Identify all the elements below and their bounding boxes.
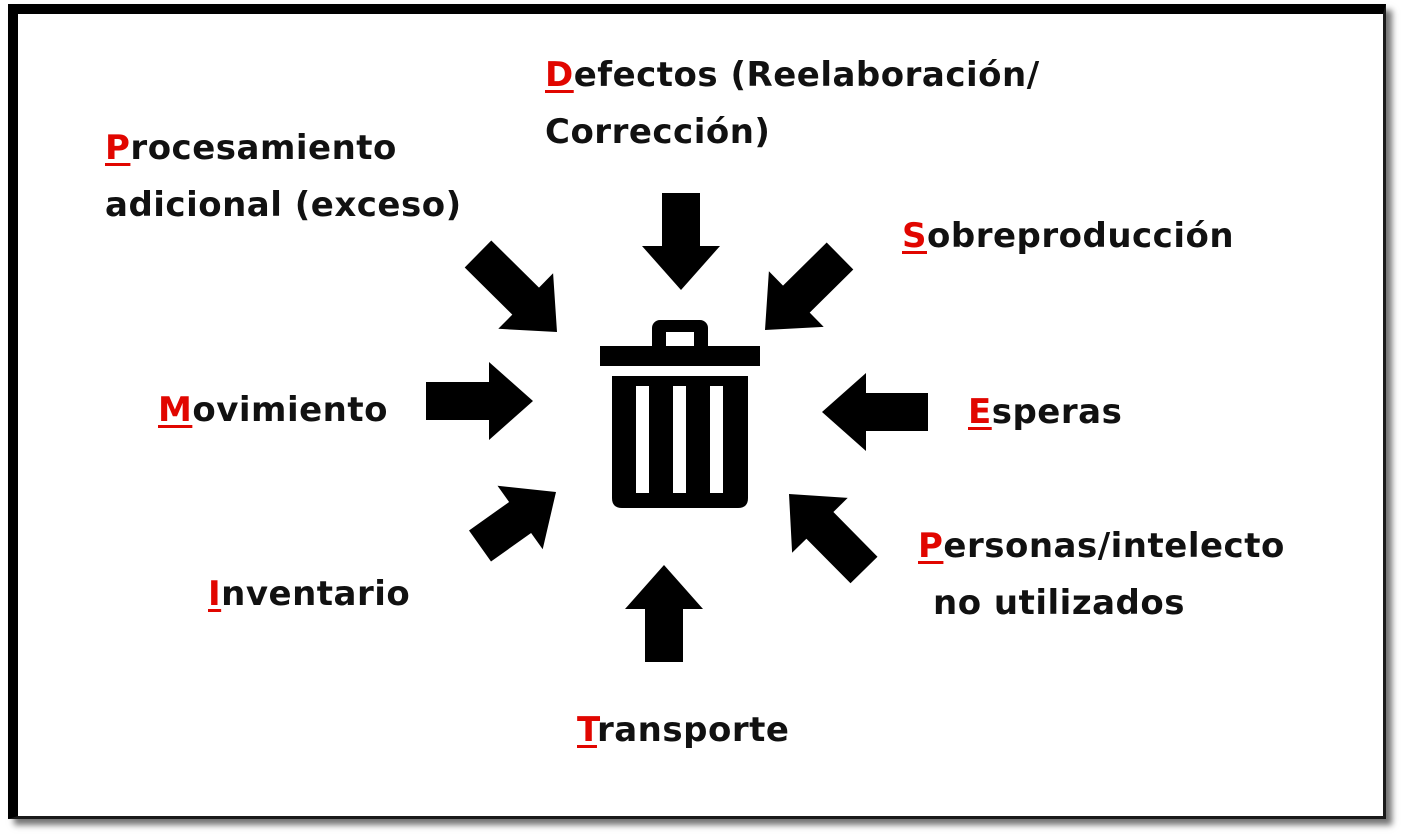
waste-initial: D [545,55,574,95]
waste-initial: P [918,526,944,566]
arrows-group [426,193,928,662]
waste-label-personas: Personas/intelecto no utilizados [918,526,1285,623]
waste-initial: M [158,390,193,430]
waste-label-movimiento: Movimiento [158,390,388,430]
waste-label-defectos: Defectos (Reelaboración/ Corrección) [545,55,1040,152]
arrow-movimiento [426,362,533,440]
arrow-defectos [642,193,720,290]
waste-initial: P [105,128,131,168]
waste-initial: T [577,710,597,750]
waste-label-procesamiento: Procesamiento adicional (exceso) [105,128,462,225]
arrow-esperas [822,373,928,451]
arrow-personas [789,494,878,584]
waste-label-esperas: Esperas [968,392,1123,432]
waste-label-sobreproduccion: Sobreproducción [902,216,1235,256]
arrow-transporte [625,565,703,662]
waste-label-inventario: Inventario [208,574,411,614]
waste-label-transporte: Transporte [577,710,790,750]
trash-can-icon [600,320,760,508]
arrow-procesamiento [464,240,557,332]
arrow-sobreproduccion [765,242,854,330]
waste-initial: S [902,216,927,256]
waste-initial: E [968,392,992,432]
waste-initial: I [208,574,222,614]
arrow-inventario [469,485,556,562]
